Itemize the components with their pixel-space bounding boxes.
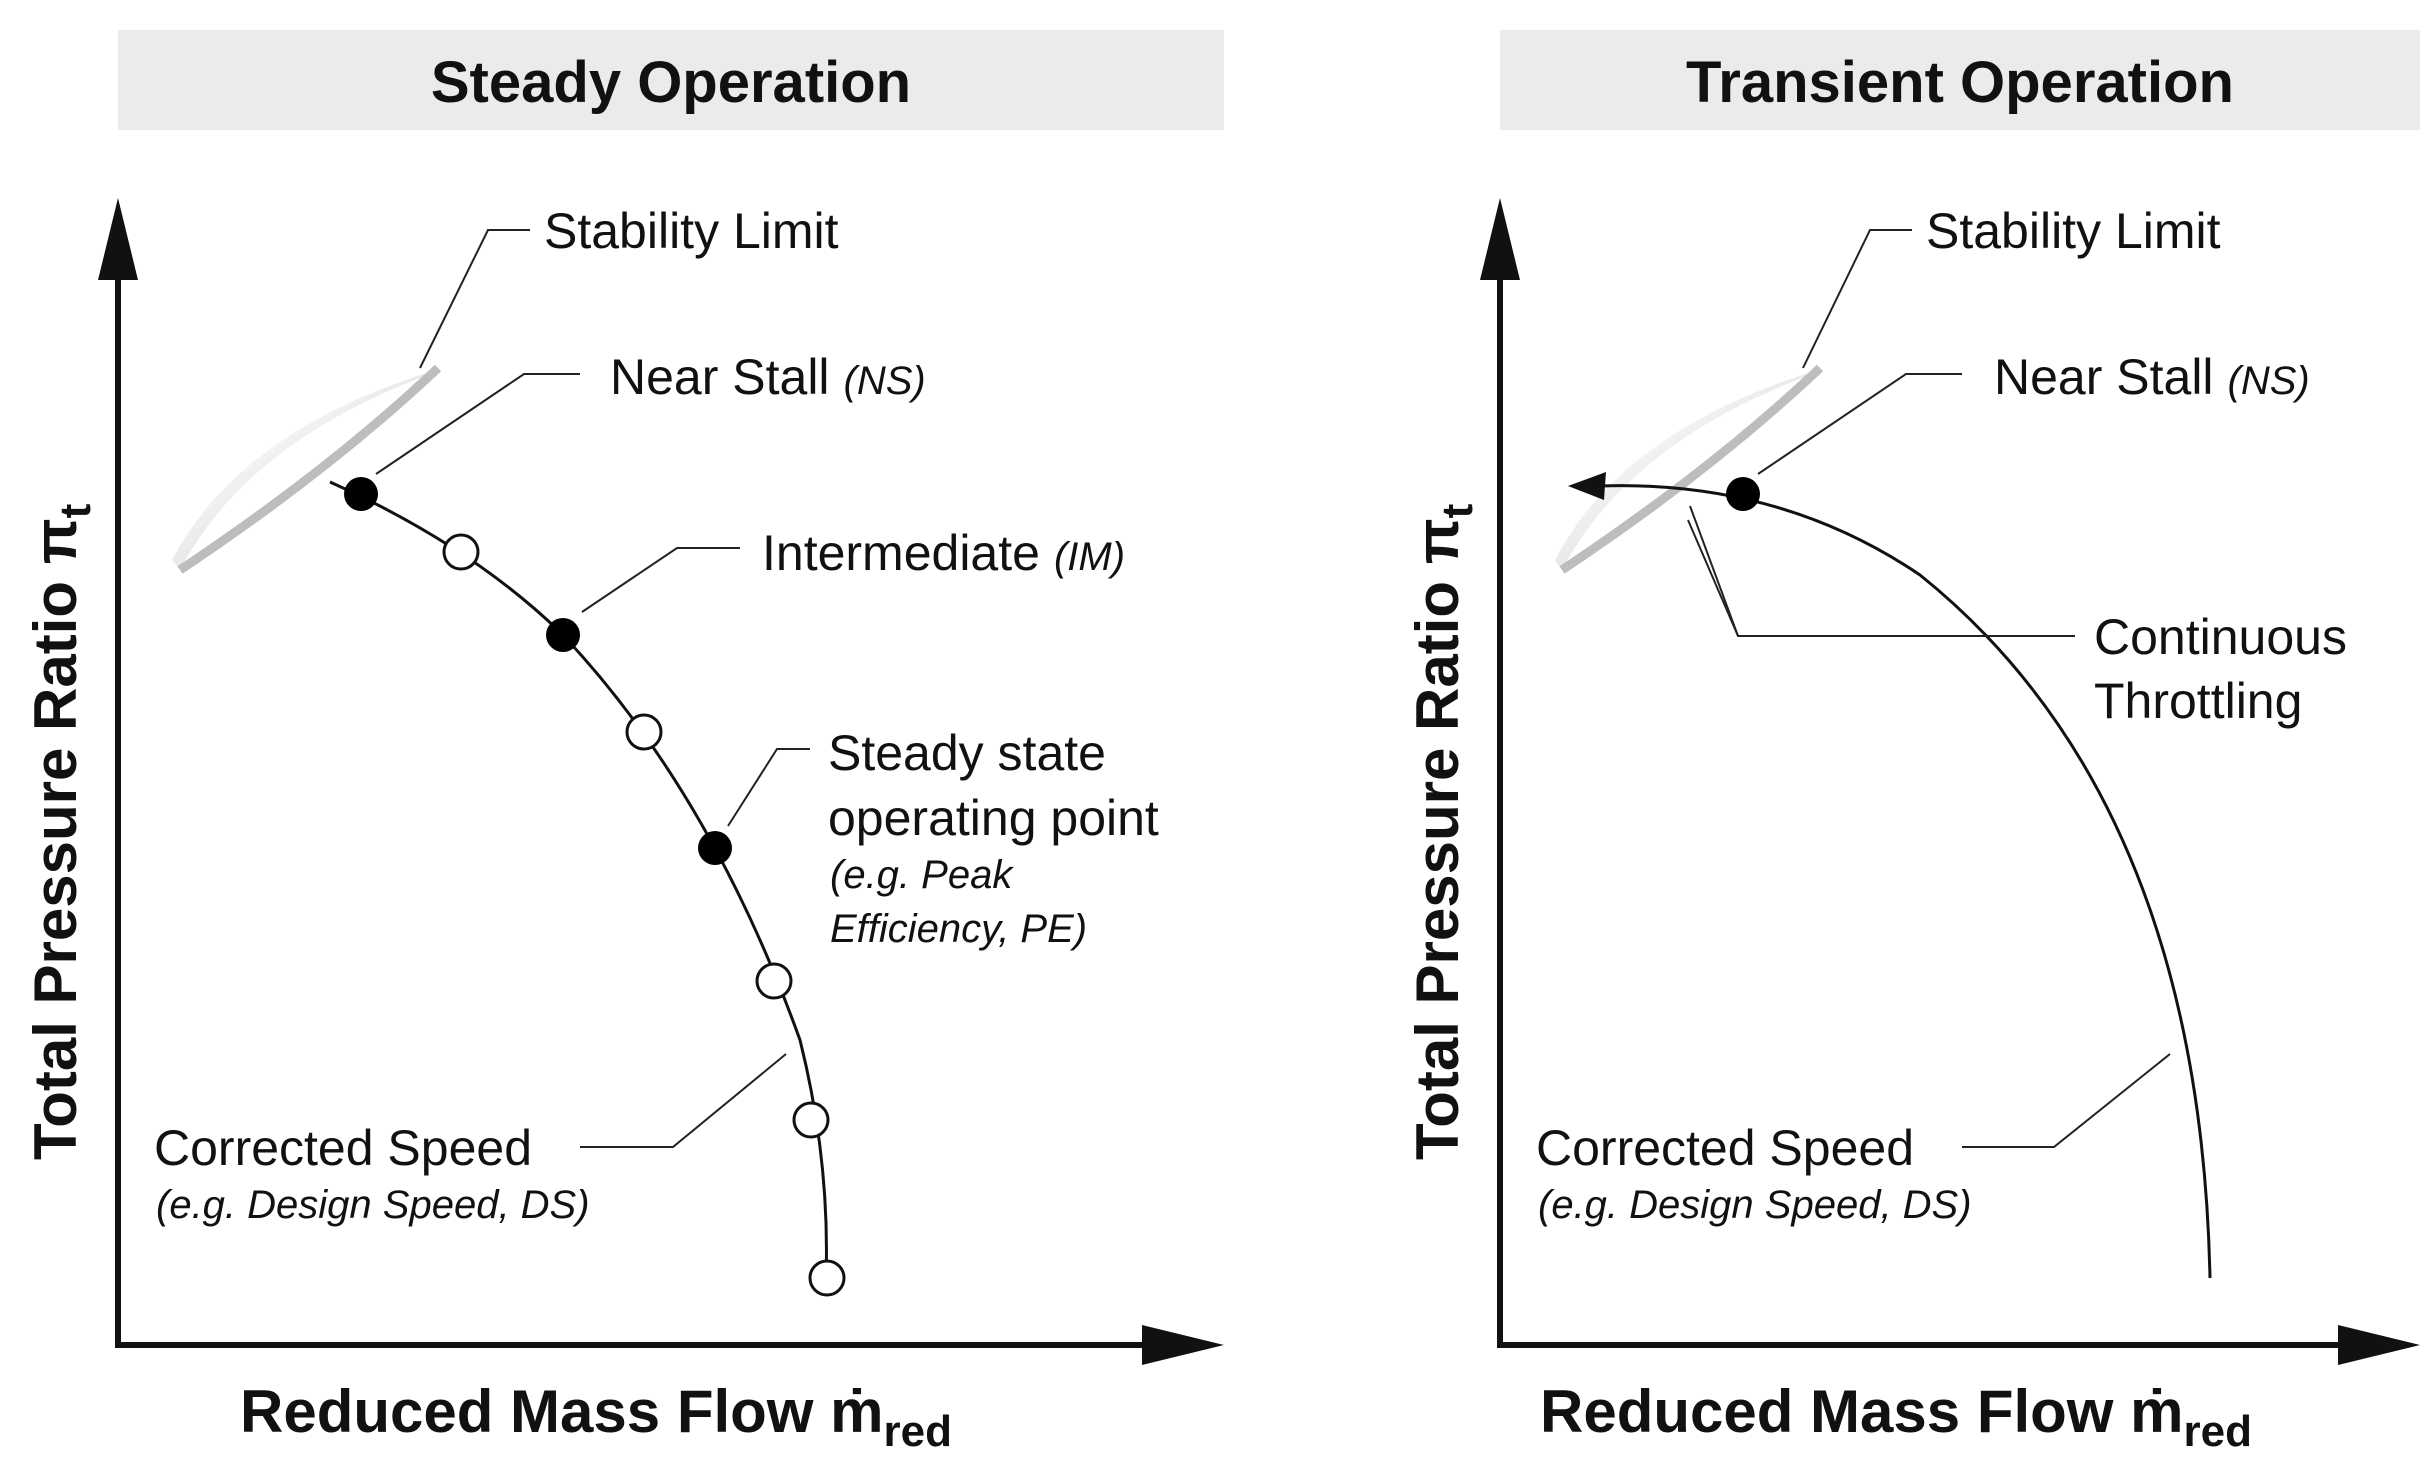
steady-x-axis-label: Reduced Mass Flow ṁred: [240, 1378, 952, 1456]
intermediate-label: Intermediate(IM): [762, 525, 1125, 581]
transient-title-bar: [1500, 30, 2420, 130]
corrected-speed-leader: [580, 1053, 787, 1148]
open-measurement-point: [442, 533, 480, 571]
throttling-label-line1: Continuous: [2094, 609, 2347, 665]
open-measurement-point: [755, 962, 793, 1000]
intermediate-point: [546, 618, 580, 652]
op-point-label-line1: Steady state: [828, 725, 1106, 781]
transient-stability-limit-label: Stability Limit: [1926, 203, 2221, 259]
steady-stability-limit-band: [172, 364, 442, 574]
transient-near-stall-point: [1726, 477, 1760, 511]
op-point-example-line2: Efficiency, PE): [830, 907, 1087, 951]
steady-title: Steady Operation: [431, 50, 911, 115]
transient-corrected-speed-label: Corrected Speed: [1536, 1120, 1914, 1176]
open-measurement-point: [625, 713, 663, 751]
transient-x-arrowhead: [2338, 1325, 2420, 1365]
transient-stability-limit-band: [1555, 364, 1824, 574]
op-point-label-line2: operating point: [828, 790, 1159, 846]
corrected-speed-example: (e.g. Design Speed, DS): [156, 1183, 590, 1227]
near-stall-leader: [375, 373, 580, 475]
transient-near-stall-leader: [1757, 373, 1962, 475]
transient-corrected-speed-example: (e.g. Design Speed, DS): [1538, 1183, 1972, 1227]
transient-axes: [1480, 198, 2420, 1365]
steady-title-bar: [118, 30, 1224, 130]
steady-operating-point: [698, 831, 732, 865]
transient-panel: Transient Operation Reduced Mass Flow ṁr…: [1404, 30, 2420, 1456]
throttling-leader: [1689, 505, 2075, 637]
transient-x-axis-label: Reduced Mass Flow ṁred: [1540, 1378, 2252, 1456]
transient-y-arrowhead: [1480, 198, 1520, 280]
op-point-example-line1: (e.g. Peak: [830, 853, 1014, 897]
steady-y-axis-label: Total Pressure Ratio πt: [22, 503, 100, 1160]
transient-stability-limit-leader: [1802, 229, 1912, 369]
throttling-label-line2: Throttling: [2094, 673, 2302, 729]
throttling-leader-branch: [1687, 519, 1739, 637]
corrected-speed-label: Corrected Speed: [154, 1120, 532, 1176]
steady-panel: Steady Operation Reduced Mass Flow ṁred …: [22, 30, 1224, 1456]
transient-corrected-speed-leader: [1962, 1053, 2171, 1148]
steady-axes: [98, 198, 1224, 1365]
throttling-arrowhead: [1568, 472, 1606, 500]
steady-y-arrowhead: [98, 198, 138, 280]
transient-near-stall-label: Near Stall(NS): [1994, 349, 2310, 405]
near-stall-point: [344, 477, 378, 511]
steady-x-arrowhead: [1142, 1325, 1224, 1365]
intermediate-leader: [581, 547, 740, 613]
open-measurement-point: [792, 1101, 830, 1139]
stability-limit-label: Stability Limit: [544, 203, 839, 259]
open-measurement-point: [808, 1259, 846, 1297]
op-point-leader: [727, 748, 810, 827]
transient-y-axis-label: Total Pressure Ratio πt: [1404, 503, 1482, 1160]
near-stall-label: Near Stall(NS): [610, 349, 926, 405]
transient-title: Transient Operation: [1686, 50, 2234, 115]
stability-limit-leader: [419, 229, 530, 369]
